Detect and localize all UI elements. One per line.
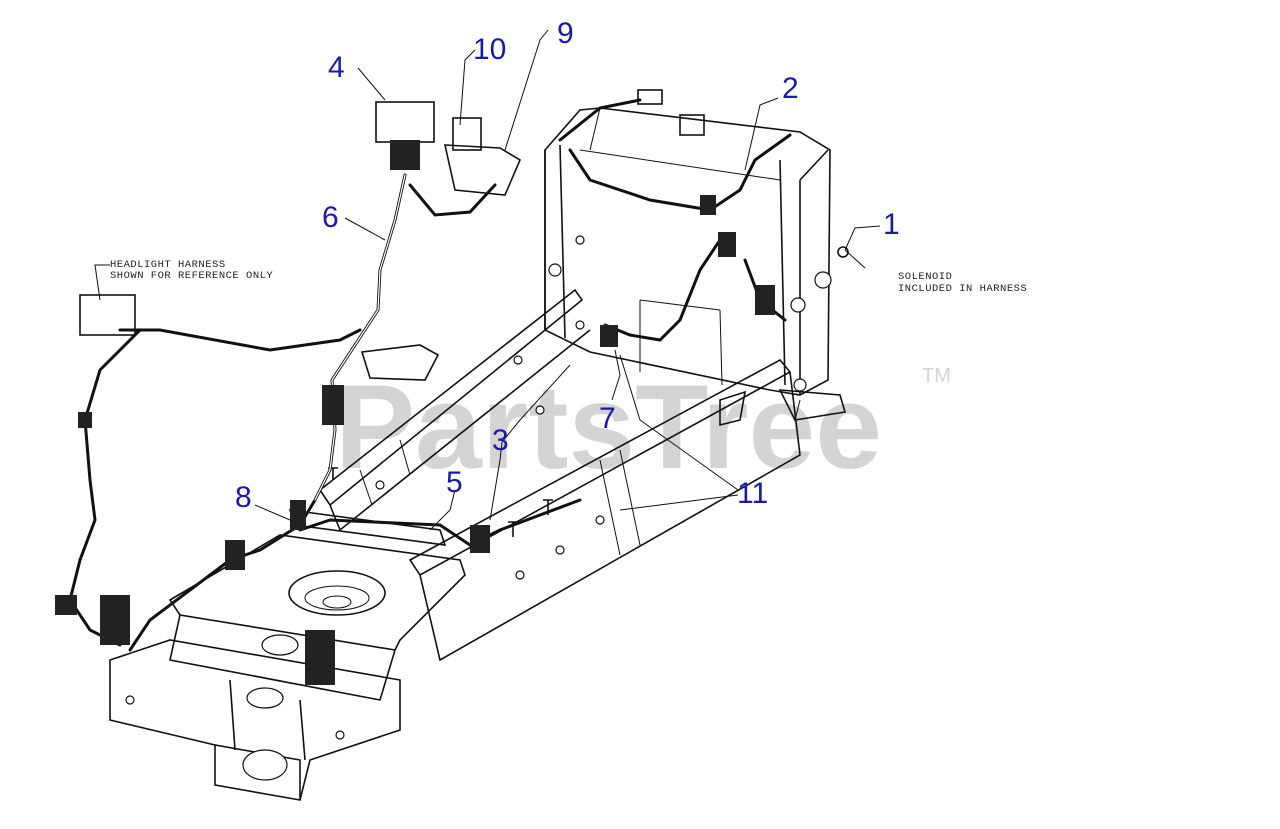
watermark: PartsTree TM — [335, 360, 951, 494]
callout-11[interactable]: 11 — [737, 477, 768, 510]
wiring-harness — [55, 89, 849, 685]
callout-6[interactable]: 6 — [322, 201, 339, 234]
callout-7[interactable]: 7 — [599, 402, 616, 435]
leader-lines — [94, 29, 881, 531]
reference-notes: HEADLIGHT HARNESS SHOWN FOR REFERENCE ON… — [110, 259, 1027, 295]
callout-1[interactable]: 1 — [883, 208, 900, 241]
callout-numbers: 1 2 3 4 5 6 7 8 9 10 11 — [235, 17, 900, 514]
callout-9[interactable]: 9 — [557, 17, 574, 50]
callout-3[interactable]: 3 — [492, 424, 509, 457]
solenoid-note-line1: SOLENOID — [898, 271, 952, 283]
tractor-frame — [109, 107, 847, 801]
watermark-trademark: TM — [922, 365, 951, 387]
callout-4[interactable]: 4 — [328, 51, 345, 84]
headlight-note-line1: HEADLIGHT HARNESS — [110, 259, 226, 271]
callout-8[interactable]: 8 — [235, 481, 252, 514]
callout-5[interactable]: 5 — [446, 466, 463, 499]
callout-2[interactable]: 2 — [782, 72, 799, 105]
headlight-note-line2: SHOWN FOR REFERENCE ONLY — [110, 270, 273, 282]
solenoid-note-line2: INCLUDED IN HARNESS — [898, 283, 1027, 295]
callout-10[interactable]: 10 — [473, 33, 506, 66]
